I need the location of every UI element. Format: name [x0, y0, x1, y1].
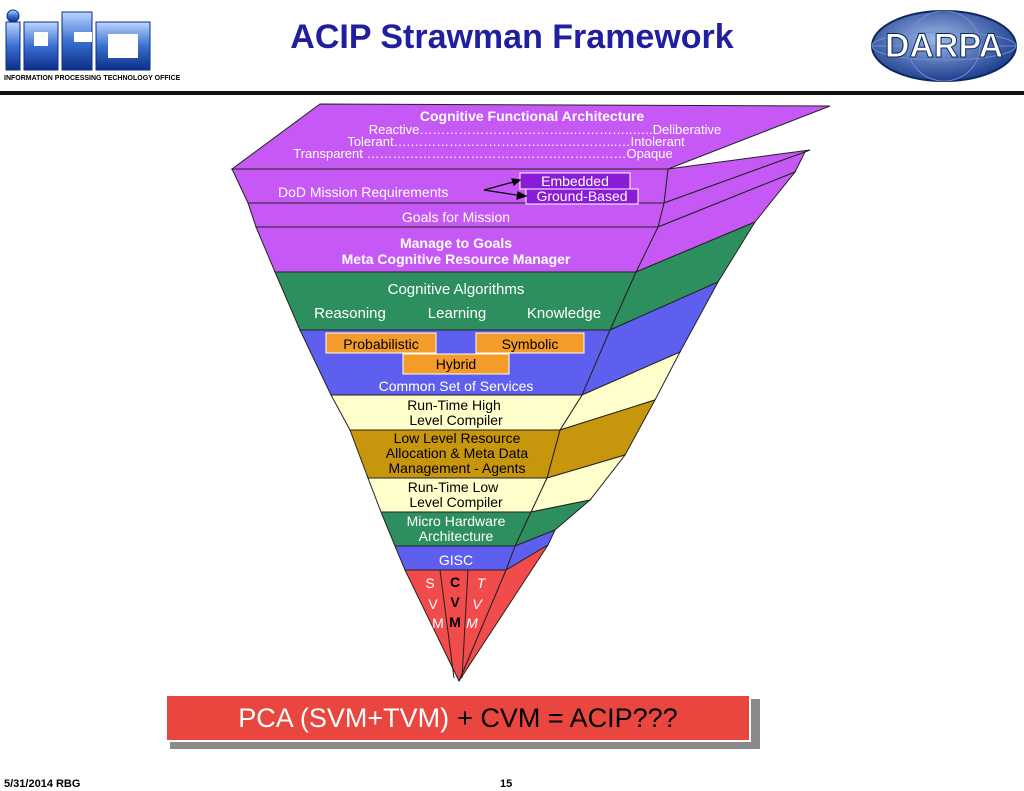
rt-low-line2: Level Compiler [409, 494, 503, 510]
vm-divider-left [439, 569, 455, 679]
equation-part-acip: + CVM = ACIP??? [457, 702, 678, 733]
architecture-line-reactive: Reactive……………………………...…………..…..Deliberat… [369, 122, 722, 137]
header-rule [0, 91, 1024, 95]
manage-goals-label: Manage to Goals [400, 235, 512, 251]
darpa-logo-text: DARPA [885, 27, 1003, 65]
architecture-line-tolerant: Tolerant….…………………………....…………...…Intolera… [347, 134, 685, 149]
layer-virtual-machines [404, 569, 507, 683]
probabilistic-box [325, 332, 437, 354]
mission-label: DoD Mission Requirements [278, 184, 448, 200]
low-level-line3: Management - Agents [389, 460, 526, 476]
goals-label: Goals for Mission [402, 209, 510, 225]
reasoning-label: Reasoning [314, 305, 386, 322]
mission-branch-arrows [483, 178, 528, 200]
low-level-line1: Low Level Resource [394, 430, 521, 446]
tvm-letter-v: V [472, 596, 483, 612]
architecture-line-transparent: Transparent ……………………………………………………Opaque [293, 146, 672, 161]
hybrid-box [402, 353, 510, 375]
learning-label: Learning [428, 305, 486, 322]
rt-high-line2: Level Compiler [409, 412, 503, 428]
tvm-letter-m: M [466, 615, 478, 631]
pyramid-side-faces [458, 149, 811, 682]
hybrid-label: Hybrid [436, 356, 476, 372]
vm-divider-right [461, 569, 469, 679]
gisc-label: GISC [439, 552, 473, 568]
ipto-caption: INFORMATION PROCESSING TECHNOLOGY OFFICE [4, 75, 181, 82]
micro-line2: Architecture [419, 528, 494, 544]
low-level-line2: Allocation & Meta Data [386, 445, 529, 461]
architecture-title: Cognitive Functional Architecture [420, 108, 644, 124]
meta-cognitive-label: Meta Cognitive Resource Manager [342, 251, 571, 267]
svm-letter-m: M [432, 615, 444, 631]
knowledge-label: Knowledge [527, 305, 601, 322]
ground-based-label: Ground-Based [536, 188, 627, 204]
rt-low-line1: Run-Time Low [408, 479, 499, 495]
micro-line1: Micro Hardware [407, 513, 506, 529]
algorithms-title: Cognitive Algorithms [388, 281, 525, 298]
svm-letter-s: S [425, 575, 434, 591]
equation-box: PCA (SVM+TVM) + CVM = ACIP??? [165, 694, 751, 742]
embedded-label: Embedded [541, 173, 609, 189]
equation-part-pca: PCA (SVM+TVM) [238, 702, 450, 733]
page-number: 15 [500, 778, 513, 790]
common-services-label: Common Set of Services [379, 378, 534, 394]
page-title: ACIP Strawman Framework [290, 18, 734, 56]
tvm-letter-t: T [477, 575, 487, 591]
symbolic-label: Symbolic [502, 336, 559, 352]
cvm-letter-v: V [450, 594, 460, 610]
symbolic-box [475, 332, 585, 354]
cvm-letter-m: M [449, 614, 461, 630]
svm-letter-v: V [428, 596, 438, 612]
cvm-letter-c: C [450, 574, 460, 590]
rt-high-line1: Run-Time High [407, 397, 501, 413]
probabilistic-label: Probabilistic [343, 336, 418, 352]
footer-date: 5/31/2014 RBG [4, 778, 81, 790]
